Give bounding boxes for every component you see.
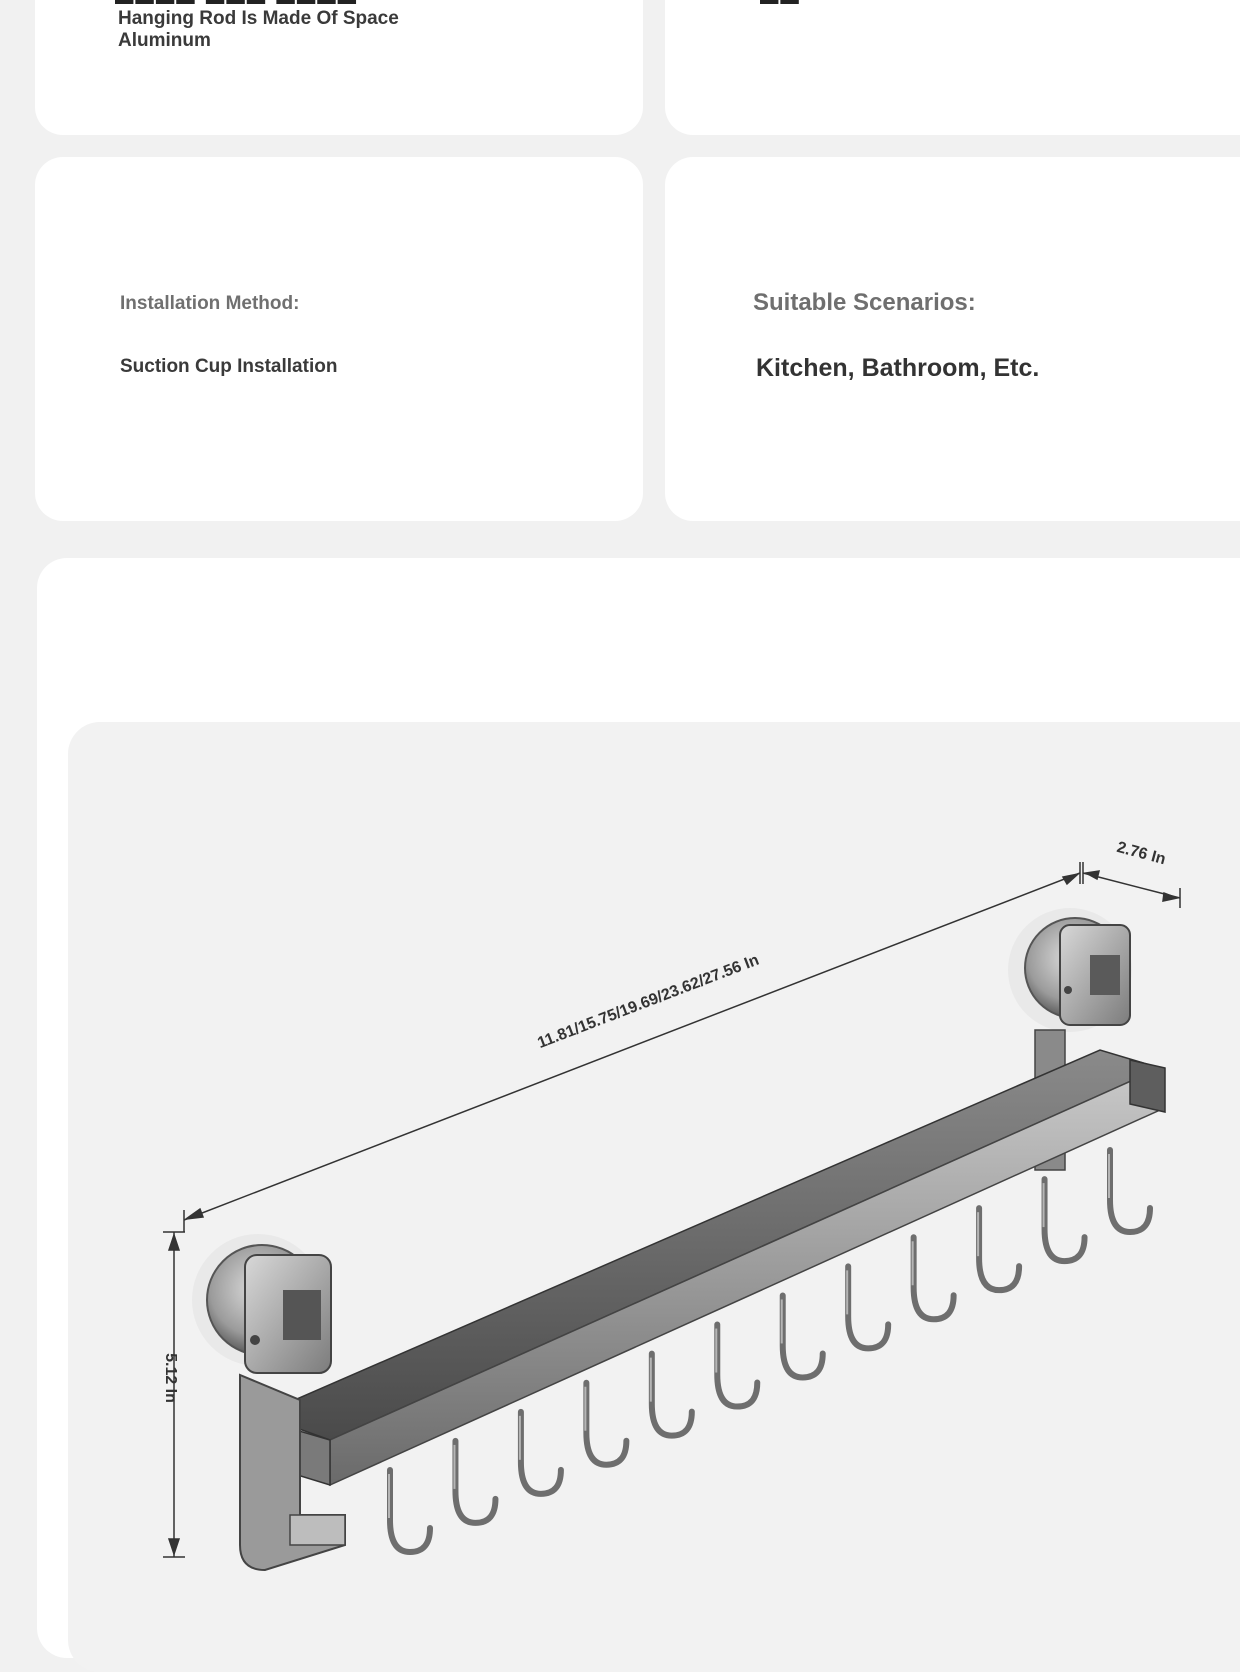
material-description: Hanging Rod Is Made Of Space Aluminum <box>118 8 399 51</box>
hook <box>910 1234 957 1323</box>
hook <box>779 1292 826 1381</box>
hook <box>1107 1147 1153 1236</box>
spec-card-top-right <box>665 0 1240 135</box>
hanging-rod <box>254 1049 1166 1487</box>
hook <box>583 1379 630 1468</box>
hook <box>976 1205 1023 1294</box>
suitable-scenarios-value: Kitchen, Bathroom, Etc. <box>756 354 1040 382</box>
dimension-height-line <box>163 1231 185 1558</box>
clipped-icon-row: ▀▀▀▀ ▀▀▀ ▀▀▀▀ <box>115 0 359 18</box>
installation-method-label: Installation Method: <box>120 293 300 314</box>
spec-card-scenarios <box>665 157 1240 521</box>
installation-method-value: Suction Cup Installation <box>120 356 338 377</box>
suction-cup-left <box>192 1234 346 1572</box>
hook <box>387 1467 433 1556</box>
spec-card-material <box>35 0 643 135</box>
hook <box>1041 1176 1088 1265</box>
hook <box>452 1437 499 1526</box>
spec-card-installation <box>35 157 643 521</box>
hook <box>517 1408 564 1497</box>
clipped-icon: ▀▀ <box>760 0 801 18</box>
hook <box>845 1263 892 1352</box>
hook <box>648 1350 695 1439</box>
depth-dimension-label: 2.76 In <box>1115 839 1168 868</box>
hook-group <box>387 1147 1153 1556</box>
height-dimension-label: 5.12 In <box>162 1353 179 1403</box>
product-illustration: 11.81/15.75/19.69/23.62/27.56 In 2.76 In… <box>162 839 1181 1572</box>
dimension-depth-line <box>1082 862 1181 908</box>
length-dimension-label: 11.81/15.75/19.69/23.62/27.56 In <box>535 952 761 1052</box>
suitable-scenarios-label: Suitable Scenarios: <box>753 289 976 316</box>
hook <box>714 1321 761 1410</box>
dimension-length-line <box>183 862 1081 1232</box>
